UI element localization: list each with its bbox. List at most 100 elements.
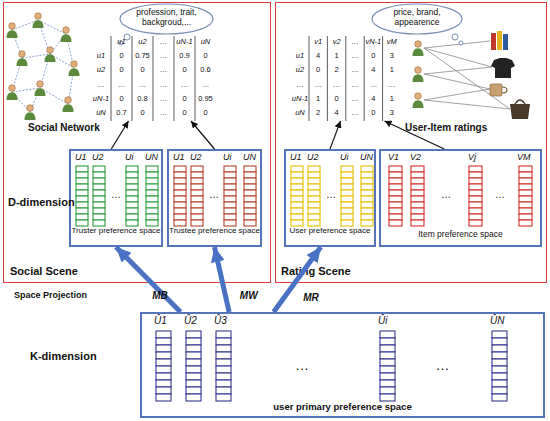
matrix-header: … (153, 38, 174, 47)
preference-space-box: U1U2…UiUNTrustee preference space (167, 149, 262, 247)
vector-cell (492, 387, 507, 394)
vector-cell (519, 190, 532, 196)
matrix-cell: … (383, 81, 401, 90)
vector-cell (156, 380, 171, 387)
matrix-cell: … (346, 109, 364, 118)
vector-cell (492, 352, 507, 359)
vector-cell (224, 208, 236, 214)
vector-cell (146, 184, 158, 190)
matrix-header: u1 (291, 52, 309, 61)
vector-cell (361, 178, 373, 184)
vector-label: VM (517, 152, 537, 162)
vector-cell (216, 366, 231, 373)
vector-cell (469, 184, 482, 190)
matrix-header: u2 (132, 38, 153, 47)
vector-cell (380, 331, 395, 338)
vector-cell (469, 190, 482, 196)
vector-label: … (485, 189, 515, 201)
cup-icon (490, 84, 502, 96)
vector-cell (126, 172, 138, 178)
vector-cell (186, 338, 201, 345)
vector-cell (244, 196, 256, 202)
vector-cell (191, 208, 203, 214)
item-icons (490, 31, 530, 119)
matrix-cell: 0 (174, 95, 195, 104)
vector-cell (156, 352, 171, 359)
person-icon (35, 81, 46, 96)
matrix-cell: … (195, 81, 216, 90)
matrix-header: … (346, 38, 364, 47)
vector-cell (146, 196, 158, 202)
matrix-cell: 4 (309, 52, 327, 61)
matrix-cell: 4 (327, 109, 345, 118)
scene-frame: Social Sceneprofession, trait, backgroud… (3, 2, 271, 283)
person-icon (413, 41, 424, 56)
person-icon (45, 47, 56, 62)
vector-cell (146, 220, 158, 226)
vector-cell (216, 394, 231, 401)
vector-label: U2 (307, 152, 325, 162)
vector-cell (156, 345, 171, 352)
vector-cell (174, 214, 186, 220)
vector-cell (411, 220, 424, 226)
annotation-label: User-Item ratings (405, 122, 520, 134)
mapping-arrow (330, 121, 341, 149)
network-people (7, 13, 80, 120)
vector-cell (174, 190, 186, 196)
vector-label: UN (360, 152, 378, 162)
vector-cell (469, 208, 482, 214)
thought-bubble: profession, trait, backgroud,... (119, 3, 214, 35)
vector-cell (216, 380, 231, 387)
vector-cell (174, 166, 186, 172)
matrix-cell: 0.95 (195, 95, 216, 104)
matrix-cell: 0.9 (174, 52, 195, 61)
vector-cell (308, 214, 320, 220)
projection-label: MR (303, 292, 319, 304)
vector-cell (492, 366, 507, 373)
vector-cell (380, 387, 395, 394)
vector-cell (224, 172, 236, 178)
matrix-cell: 0.6 (195, 66, 216, 75)
node-title: user primary preference space (142, 402, 543, 413)
vector-cell (244, 208, 256, 214)
vector-cell (76, 190, 88, 196)
trust-matrix: u1u2…uN-1uNu100.75…0.90u200…00.6………………uN… (91, 36, 216, 121)
vector-cell (469, 166, 482, 172)
vector-cell (146, 178, 158, 184)
vector-cell (291, 202, 303, 208)
vector-cell (341, 196, 353, 202)
vector-cell (93, 208, 105, 214)
matrix-cell: 0 (174, 109, 195, 118)
person-icon (7, 23, 18, 38)
vector-cell (389, 178, 402, 184)
vector-cell (186, 359, 201, 366)
matrix-cell: 0 (195, 52, 216, 61)
vector-cell (469, 220, 482, 226)
matrix-lines (91, 36, 216, 121)
vector-cell (519, 214, 532, 220)
vector-cell (380, 373, 395, 380)
vector-cell (156, 387, 171, 394)
vector-cell (126, 178, 138, 184)
matrix-cell: 0 (111, 66, 132, 75)
vector-cell (519, 220, 532, 226)
vector-label: U1 (173, 152, 191, 162)
bubble-tail (452, 34, 458, 40)
matrix-cell: … (153, 66, 174, 75)
vector-cell (126, 220, 138, 226)
matrix-divider (132, 36, 133, 121)
bubble-tail (459, 41, 463, 45)
matrix-header: u1 (91, 52, 111, 61)
vector-cell (93, 220, 105, 226)
vector-label: U2 (92, 152, 110, 162)
matrix-header: vM (383, 38, 401, 47)
matrix-header: uN-1 (91, 95, 111, 104)
vector-cell (308, 202, 320, 208)
vector-cell (469, 214, 482, 220)
book-icon (503, 34, 508, 50)
matrix-divider (382, 36, 383, 121)
vector-cell (291, 220, 303, 226)
vector-cell (389, 202, 402, 208)
vector-cell (361, 172, 373, 178)
